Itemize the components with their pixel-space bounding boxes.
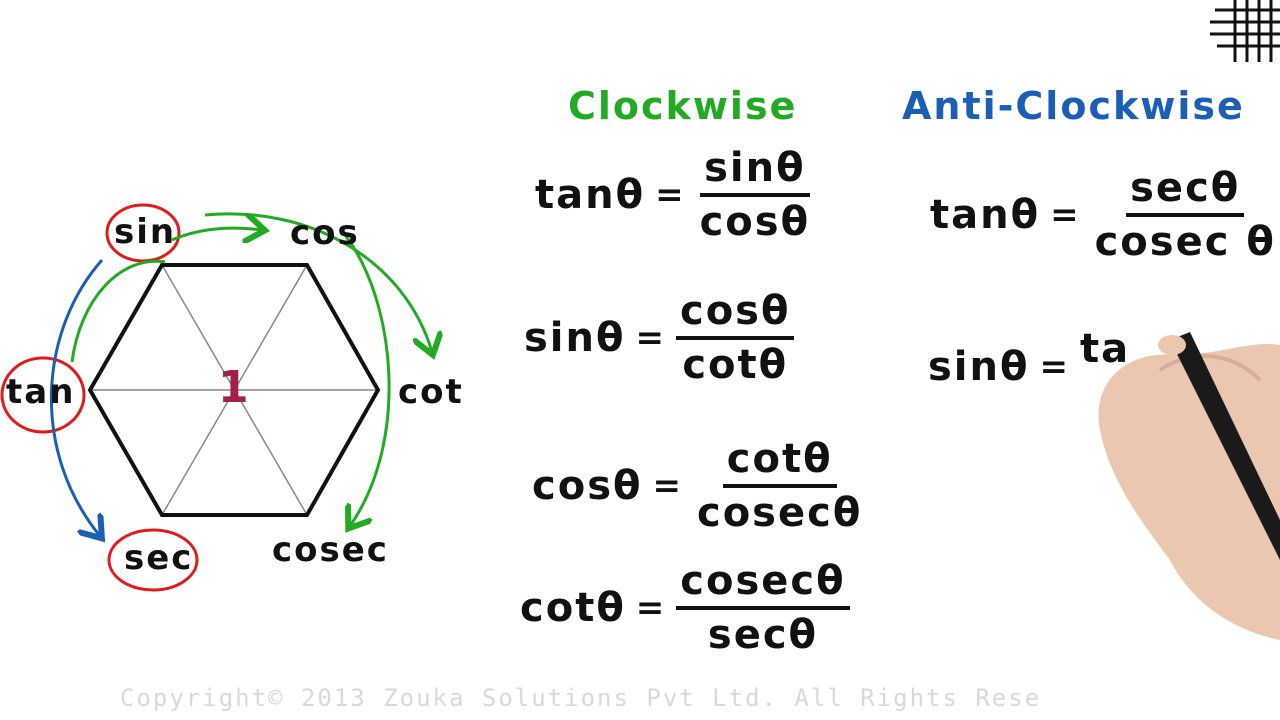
sec-circle [107, 528, 199, 592]
formula-numerator: sinθ [700, 145, 810, 197]
formula-numerator: cosecθ [676, 558, 850, 610]
grid-logo-icon [1210, 0, 1280, 62]
clockwise-arrow-tan-sin [70, 259, 166, 363]
anticlockwise-formula-1: tanθ = secθ cosec θ [930, 165, 1280, 265]
clockwise-arrow-cos-cot [204, 212, 432, 352]
formula-fraction: cosθ cotθ [675, 288, 795, 388]
formula-numerator-partial: ta [1079, 326, 1131, 372]
formula-denominator: cosecθ [696, 490, 863, 536]
formula-denominator: cosθ [699, 199, 811, 245]
formula-lhs: tanθ [535, 172, 646, 218]
clockwise-arrow-sin-cos [171, 228, 262, 240]
formula-denominator: cotθ [682, 342, 789, 388]
sin-circle [105, 203, 181, 263]
tan-circle [0, 356, 86, 434]
node-cos: cos [290, 213, 360, 253]
copyright-footer: Copyright© 2013 Zouka Solutions Pvt Ltd.… [120, 684, 1042, 712]
equals-sign: = [635, 588, 667, 628]
formula-lhs: sinθ [524, 315, 626, 361]
formula-numerator: cotθ [722, 436, 837, 488]
formula-denominator: cosec θ [1094, 219, 1276, 265]
equals-sign: = [655, 175, 686, 215]
equals-sign: = [1039, 347, 1070, 387]
formula-denominator: secθ [707, 612, 819, 658]
clockwise-formula-2: sinθ = cosθ cotθ [524, 288, 795, 388]
equals-sign: = [652, 466, 683, 506]
formula-fraction: cotθ cosecθ [693, 436, 866, 536]
formula-fraction: sinθ cosθ [696, 145, 814, 245]
formula-numerator: cosθ [675, 288, 795, 340]
formula-fraction: secθ cosec θ [1091, 165, 1280, 265]
clockwise-formula-4: cotθ = cosecθ secθ [520, 558, 850, 658]
equals-sign: = [635, 318, 666, 358]
hexagon-spokes [90, 264, 378, 516]
heading-clockwise: Clockwise [568, 84, 798, 128]
formula-lhs: cosθ [532, 463, 643, 509]
anticlockwise-formula-2: sinθ = ta [928, 308, 1130, 390]
marker-icon [1170, 332, 1280, 560]
node-cot: cot [398, 372, 464, 412]
hexagon-outline [87, 263, 381, 517]
anticlockwise-arrow-sin-sec [49, 259, 102, 536]
formula-lhs: sinθ [928, 344, 1030, 390]
heading-anticlockwise: Anti-Clockwise [902, 84, 1245, 128]
node-cosec: cosec [272, 530, 389, 570]
node-sin: sin [114, 212, 177, 252]
node-sec: sec [124, 538, 194, 578]
formula-lhs: tanθ [930, 192, 1041, 238]
formula-lhs: cotθ [520, 585, 626, 631]
node-tan: tan [6, 372, 76, 412]
formula-numerator: secθ [1126, 165, 1245, 217]
clockwise-formula-1: tanθ = sinθ cosθ [535, 145, 814, 245]
clockwise-arrow-cot-cosec [343, 234, 391, 526]
clockwise-formula-3: cosθ = cotθ cosecθ [532, 436, 866, 536]
equals-sign: = [1050, 195, 1081, 235]
formula-fraction: cosecθ secθ [676, 558, 850, 658]
hexagon-center-value: 1 [218, 362, 251, 413]
